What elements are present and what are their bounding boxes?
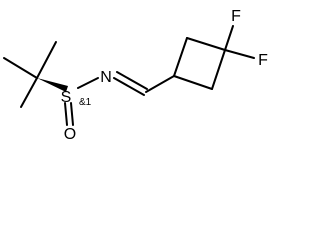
bond-c-f-1 [224,25,234,51]
stereo-wedge-bond [37,78,68,92]
ring-bond-3 [211,49,226,90]
nitrogen-atom-label-text: N [100,69,112,86]
stereo-label: &1 [79,97,92,108]
sulfur-atom-label: S [61,89,72,106]
fluorine-atom-label-right: F [258,52,268,69]
bond-s-o-b [70,102,74,126]
ring-bond-1 [173,37,188,77]
bond-c-f-2 [224,49,255,59]
fluorine-atom-label-top: F [231,8,241,25]
bond-methyl-bottom [20,77,38,108]
bond-n-c-a [113,77,145,96]
ring-bond-4 [173,75,213,90]
bond-s-n [77,77,99,89]
oxygen-atom-label: O [64,126,76,143]
chemical-structure: S &1 N O F F [3,8,268,143]
bond-methyl-left [3,57,38,79]
bond-ch-ring [145,75,175,93]
bond-methyl-top [36,41,57,79]
bond-n-c-b [116,71,148,90]
bond-s-o-a [64,102,68,126]
ring-bond-2 [186,37,226,51]
